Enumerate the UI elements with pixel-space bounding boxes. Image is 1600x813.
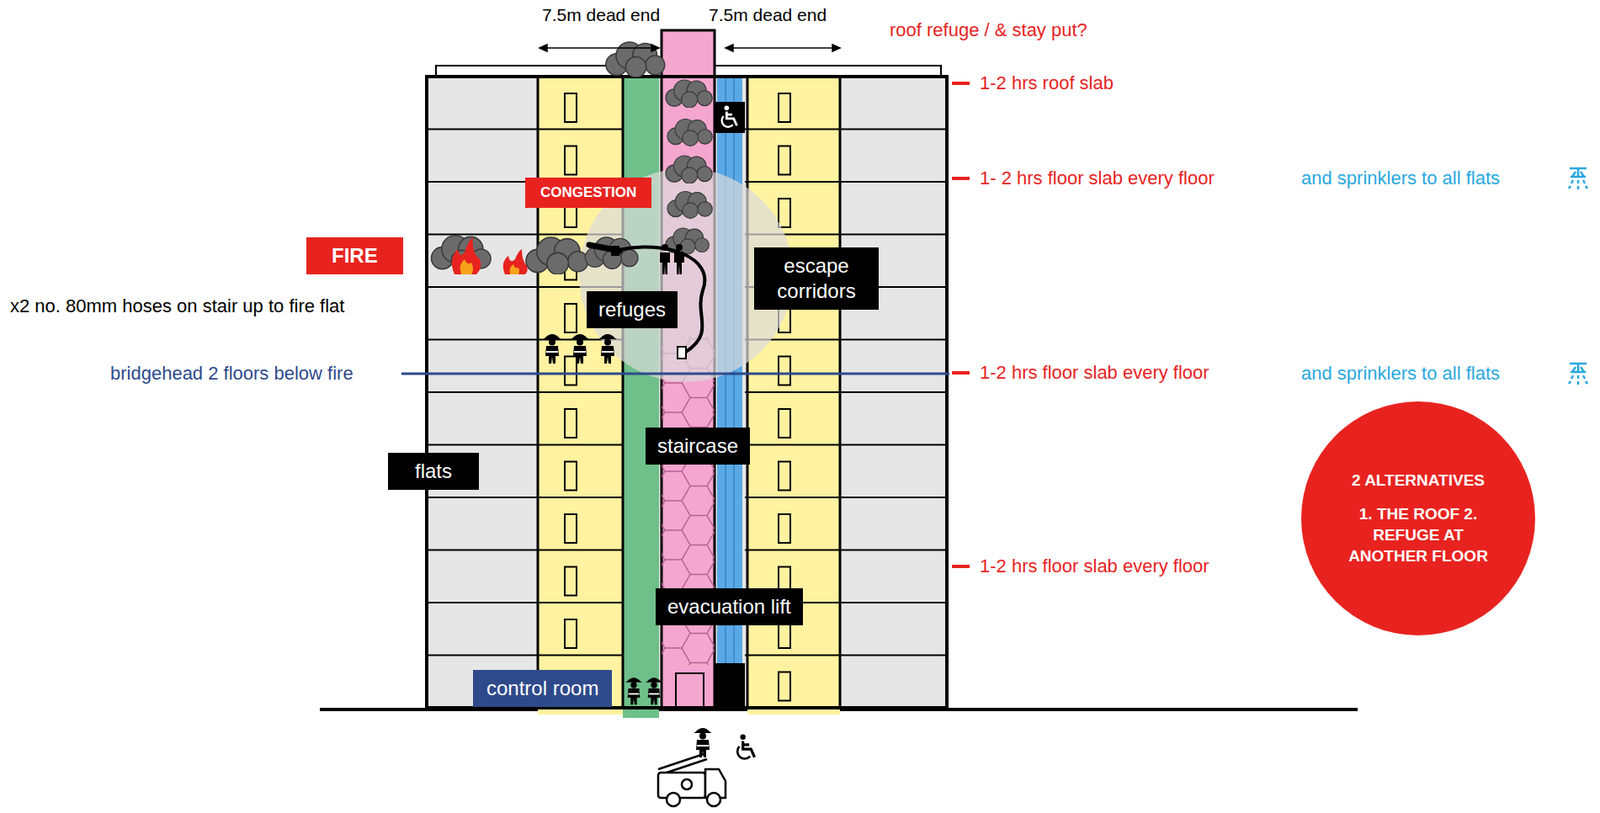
dimension-label: 7.5m dead end <box>708 4 827 26</box>
sprinkler-label: and sprinklers to all flats <box>1301 167 1500 190</box>
node-text: 2 ALTERNATIVES <box>1346 470 1490 492</box>
note-label: x2 no. 80mm hoses on stair up to fire fl… <box>10 295 345 318</box>
slab-label: 1-2 hrs floor slab every floor <box>979 361 1210 384</box>
label-box: evacuation lift <box>655 588 803 626</box>
warning-box: CONGESTION <box>525 177 652 208</box>
slab-label: 1-2 hrs roof slab <box>979 72 1114 95</box>
slab-label: 1- 2 hrs floor slab every floor <box>979 167 1215 190</box>
alternatives-circle: 2 ALTERNATIVES 1. THE ROOF 2. REFUGE AT A… <box>1301 401 1536 636</box>
label-box: escape corridors <box>754 247 879 310</box>
note-label: roof refuge / & stay put? <box>889 19 1088 42</box>
node-text: control room <box>486 676 599 701</box>
label-box: refuges <box>586 291 678 329</box>
node-text: flats <box>414 458 452 484</box>
node-text: escape corridors <box>765 253 867 304</box>
node-text: staircase <box>657 433 739 459</box>
fire-box: FIRE <box>306 237 404 275</box>
slab-label: 1-2 hrs floor slab every floor <box>979 555 1210 578</box>
control-box: control room <box>473 669 612 707</box>
node-text: 1. THE ROOF 2. REFUGE AT ANOTHER FLOOR <box>1346 504 1490 567</box>
node-text: CONGESTION <box>540 184 637 202</box>
node-text: evacuation lift <box>667 594 792 620</box>
node-text: refuges <box>598 297 666 323</box>
bridgehead-label: bridgehead 2 floors below fire <box>110 362 354 385</box>
label-box: flats <box>388 452 479 490</box>
node-text: FIRE <box>331 244 378 268</box>
sprinkler-label: and sprinklers to all flats <box>1301 362 1500 385</box>
dimension-label: 7.5m dead end <box>542 4 660 26</box>
label-box: staircase <box>645 427 750 465</box>
